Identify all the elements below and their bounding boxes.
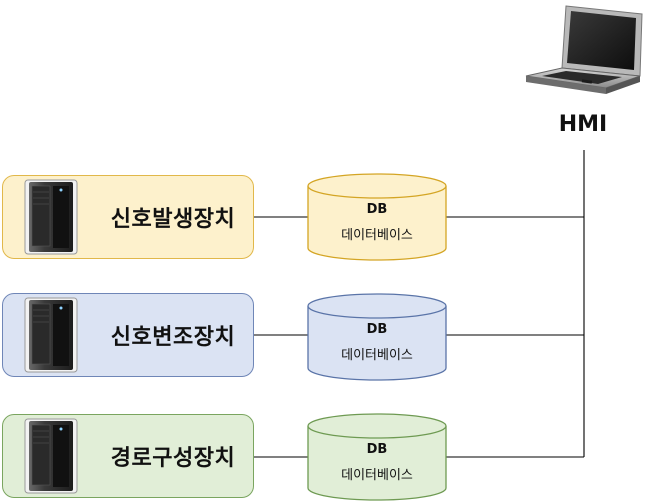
database-cylinder-3: DB 데이터베이스 [306,412,448,502]
db-subtitle: 데이터베이스 [341,228,413,243]
laptop-console-icon [525,5,643,94]
db-title: DB [366,442,388,457]
device-label: 신호발생장치 [110,207,236,232]
database-icon [307,293,447,381]
device-box-path-configurator: 경로구성장치 [2,414,254,498]
db-subtitle: 데이터베이스 [341,468,413,483]
database-icon [307,413,447,501]
tower-server-icon [24,297,78,373]
device-box-signal-generator: 신호발생장치 [2,175,254,259]
database-icon [307,173,447,261]
device-label: 경로구성장치 [110,446,236,471]
db-subtitle: 데이터베이스 [341,348,413,363]
db-title: DB [366,202,388,217]
device-box-signal-modulator: 신호변조장치 [2,293,254,377]
hmi-label: HMI [558,112,608,137]
db-title: DB [366,322,388,337]
device-label: 신호변조장치 [110,325,236,350]
tower-server-icon [24,179,78,255]
tower-server-icon [24,418,78,494]
database-cylinder-2: DB 데이터베이스 [306,292,448,382]
database-cylinder-1: DB 데이터베이스 [306,172,448,262]
